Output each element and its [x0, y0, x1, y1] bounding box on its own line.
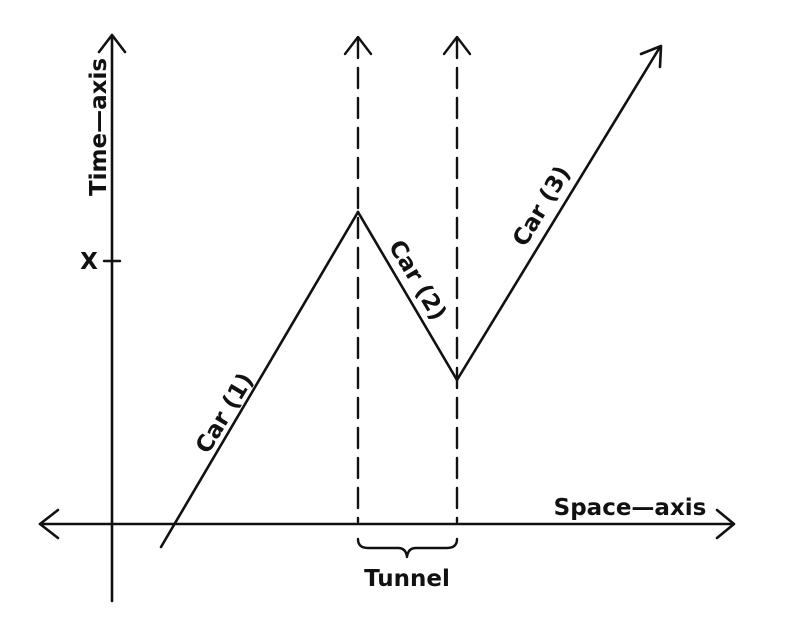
- x-tick-label: X: [80, 249, 98, 275]
- space-axis-label: Space—axis: [554, 495, 707, 521]
- tunnel-label: Tunnel: [364, 566, 450, 592]
- car-1-worldline: [159, 210, 360, 549]
- tunnel-brace: [356, 537, 459, 559]
- car-3-arrowhead: [639, 44, 663, 69]
- tunnel-right-boundary-arrowhead: [442, 35, 472, 56]
- car-3-worldline: [455, 45, 662, 382]
- car-1-label: Car (1): [191, 369, 259, 458]
- car-2-worldline: [356, 210, 459, 382]
- space-axis-right-arrowhead: [715, 508, 736, 540]
- space-axis-left-arrowhead: [38, 508, 60, 540]
- car-3-label: Car (3): [508, 162, 576, 251]
- tunnel-left-boundary-arrowhead: [343, 35, 373, 56]
- time-axis-label: Time—axis: [86, 58, 112, 196]
- time-axis-arrowhead: [97, 33, 127, 54]
